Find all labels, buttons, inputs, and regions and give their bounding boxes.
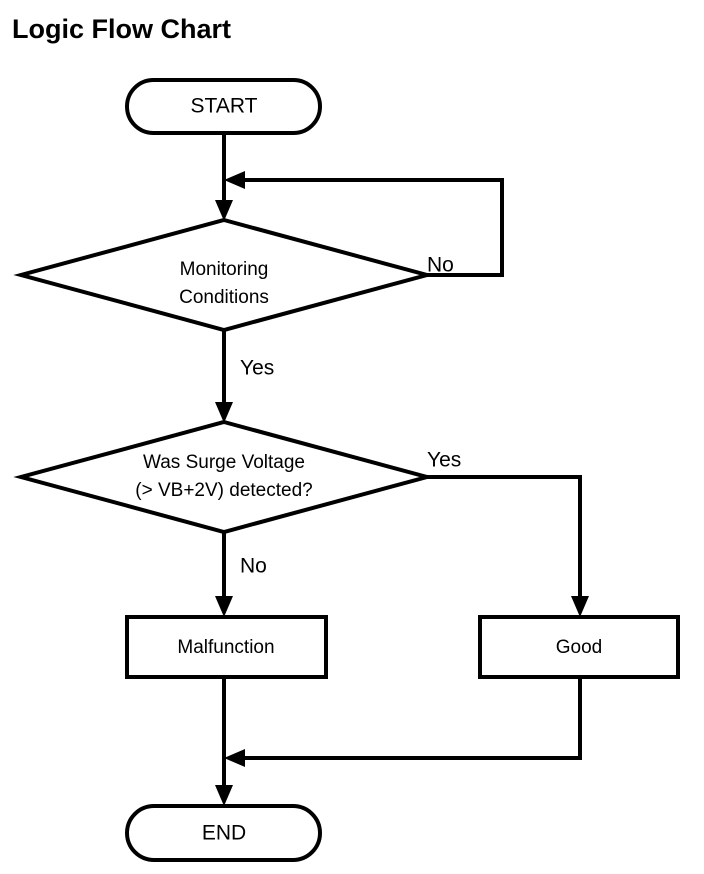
edge-good-to-end-merge [224, 677, 582, 767]
edge-monitoring-no-loopback: No [224, 171, 504, 277]
branch-label-surge-no: No [240, 555, 267, 578]
node-start-label: START [191, 95, 258, 118]
edge-surge-yes-to-good: Yes [425, 449, 589, 617]
branch-label-monitoring-yes: Yes [240, 357, 274, 380]
branch-label-surge-yes: Yes [427, 449, 461, 472]
arrow-head-left-icon [224, 749, 245, 767]
connector-line [425, 475, 582, 607]
edge-malfunction-to-end [215, 677, 233, 806]
arrow-head-down-icon [215, 402, 233, 423]
edge-surge-no-to-malfunction: No [215, 532, 267, 617]
node-monitoring-label-line2: Conditions [179, 287, 269, 308]
page-title: Logic Flow Chart [12, 14, 231, 44]
node-malfunction[interactable]: Malfunction [125, 615, 328, 679]
decision-shape [13, 419, 435, 535]
arrow-head-down-icon [215, 596, 233, 617]
edge-monitoring-yes-to-surge: Yes [215, 330, 274, 423]
node-surge-label-line2: (> VB+2V) detected? [135, 480, 312, 501]
arrow-head-down-icon [215, 785, 233, 806]
node-good[interactable]: Good [478, 615, 680, 679]
node-malfunction-label: Malfunction [177, 637, 274, 658]
connector-line [234, 178, 504, 277]
arrow-head-down-icon [571, 596, 589, 617]
node-surge-label-line1: Was Surge Voltage [143, 452, 305, 473]
node-end-label: END [202, 822, 246, 845]
node-monitoring-conditions[interactable]: Monitoring Conditions [13, 217, 435, 333]
node-start[interactable]: START [125, 78, 322, 135]
node-monitoring-label-line1: Monitoring [180, 259, 269, 280]
node-end[interactable]: END [125, 804, 322, 862]
decision-shape [13, 217, 435, 333]
arrow-head-left-icon [224, 171, 245, 189]
terminator-shape [125, 78, 322, 135]
terminator-shape [125, 804, 322, 862]
process-shape [478, 615, 680, 679]
edge-start-to-monitoring [215, 133, 233, 221]
node-surge-voltage-check[interactable]: Was Surge Voltage (> VB+2V) detected? [13, 419, 435, 535]
connector-line [234, 677, 582, 760]
branch-label-monitoring-no: No [427, 254, 454, 277]
process-shape [125, 615, 328, 679]
node-good-label: Good [556, 637, 602, 658]
arrow-head-down-icon [215, 200, 233, 221]
